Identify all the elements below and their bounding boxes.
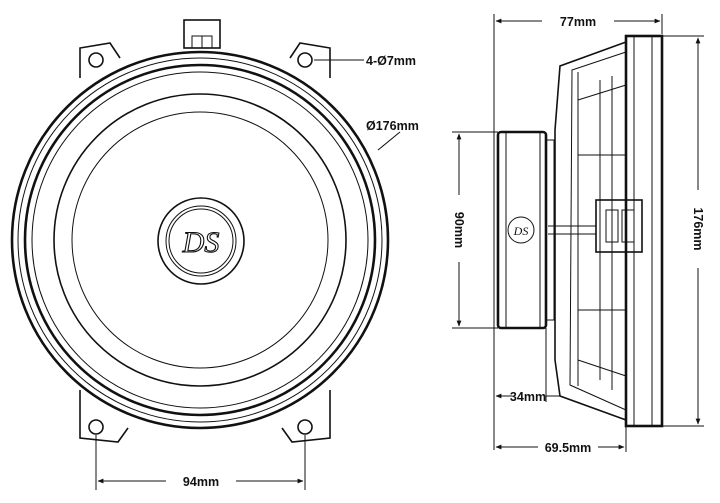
mounting-hole-top-left [88,52,104,68]
magnet-diameter-label: 90mm [452,212,466,248]
bottom-right-ear [281,390,331,443]
side-view: DS 77mm 90mm 34mm 69.5mm 176mm [452,14,705,455]
mounting-hole-top-right [297,52,313,68]
mounting-depth-label: 69.5mm [545,441,592,455]
magnet-depth-label: 34mm [510,390,546,404]
frame-width-label: 77mm [560,15,596,29]
mounting-hole-bottom-left [88,419,104,435]
side-logo-text: DS [513,224,529,238]
height-label: 176mm [691,207,705,250]
hole-spacing-label: 94mm [183,475,219,489]
front-flange [624,34,664,428]
front-view: DS 4-Ø7mm Ø176mm 94mm [10,19,419,490]
ds-logo: DS [182,226,220,259]
cone-edge [53,93,347,387]
bottom-left-ear [79,390,129,443]
surround-outer [23,63,377,417]
terminal-block [595,199,643,253]
dust-cap [157,197,245,285]
top-right-ear [289,42,331,78]
outer-frame [10,50,390,430]
basket [554,41,627,421]
side-logo [507,216,535,244]
top-left-ear [79,42,121,78]
outer-diameter-label: Ø176mm [366,119,419,133]
hole-diameter-label: 4-Ø7mm [366,54,416,68]
mounting-hole-bottom-right [297,419,313,435]
